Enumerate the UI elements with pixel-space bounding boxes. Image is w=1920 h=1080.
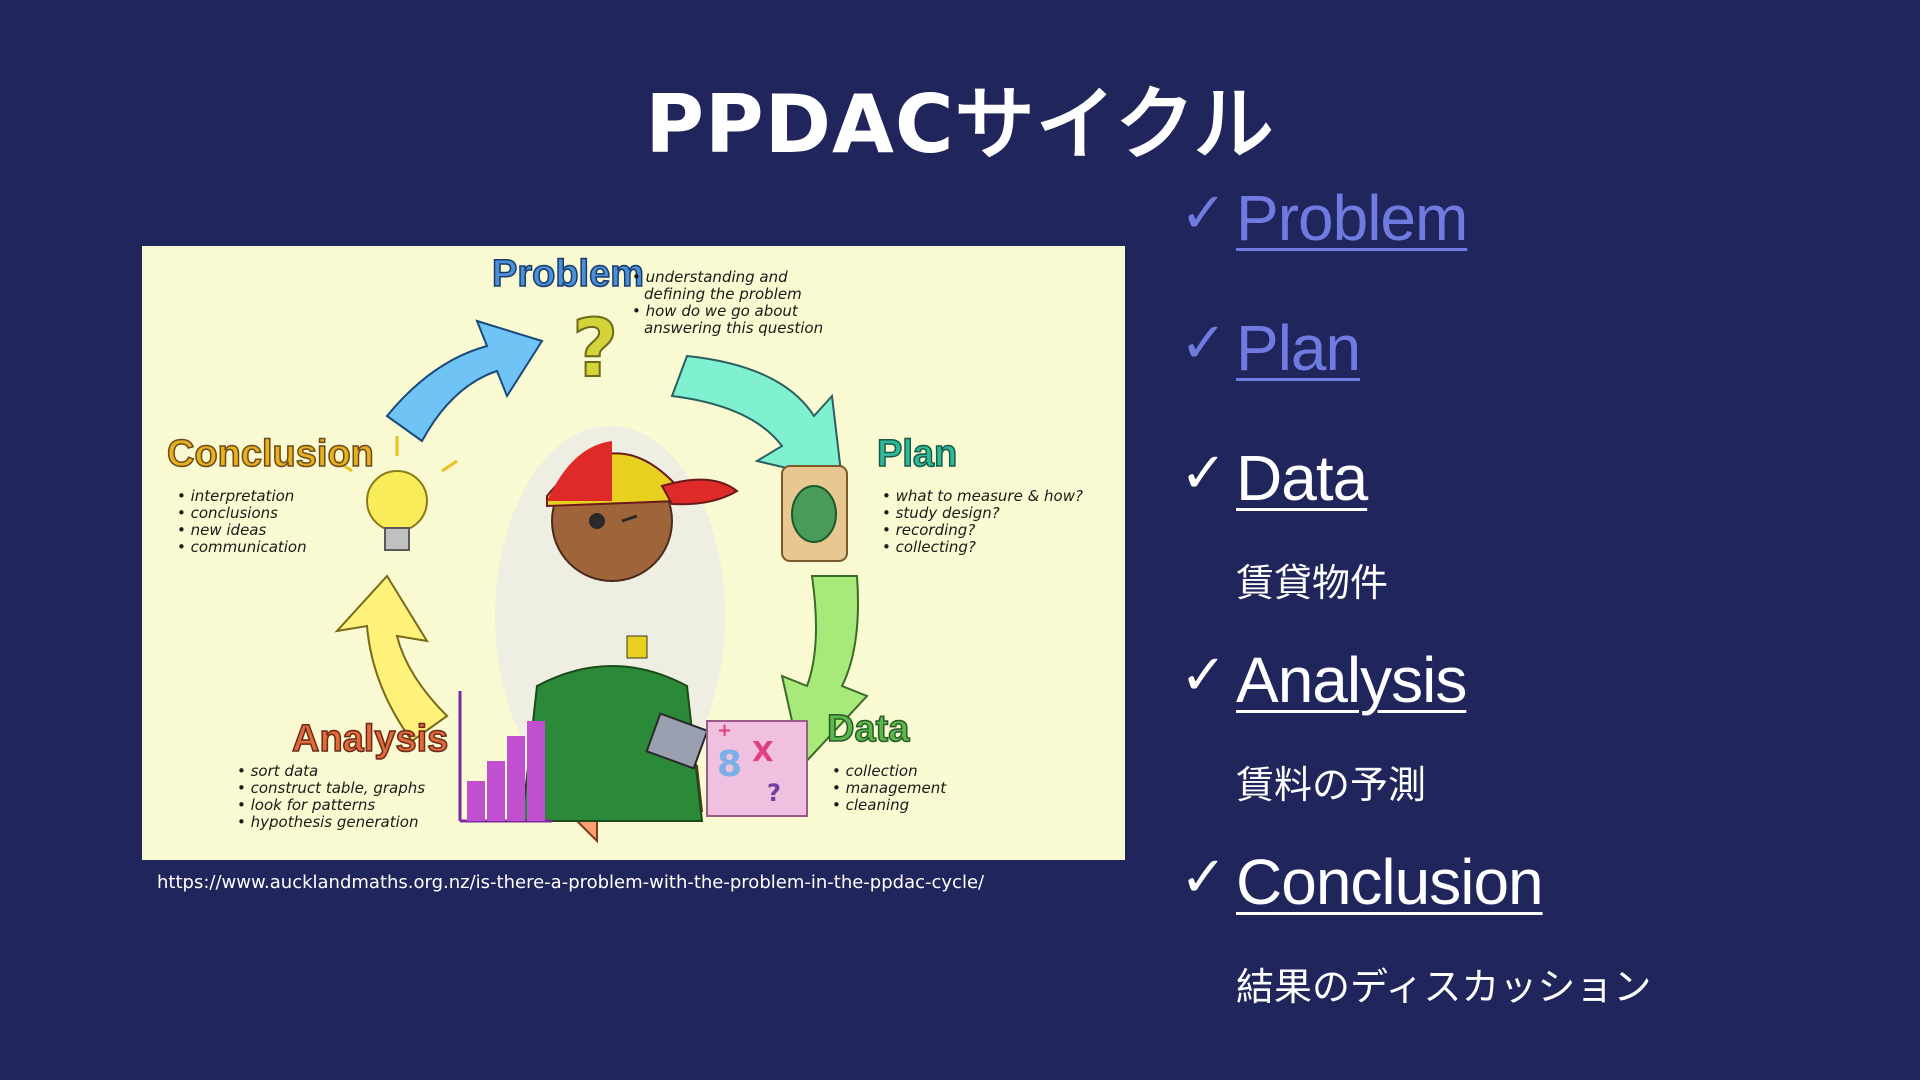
- step-data-link[interactable]: Data: [1236, 442, 1368, 514]
- treasure-map-icon: [781, 465, 848, 562]
- notes-conclusion: • interpretation • conclusions • new ide…: [177, 487, 307, 556]
- note-line: • understanding and: [632, 268, 788, 286]
- svg-text:X: X: [752, 735, 774, 768]
- note-line: • new ideas: [177, 521, 266, 539]
- arrow-conclusion-to-problem: [385, 319, 544, 443]
- numbers-card-icon: 8 X ? +: [706, 720, 808, 817]
- heading-data: Data: [827, 708, 910, 750]
- arrow-plan-to-data: [780, 575, 869, 769]
- question-mark-icon: ?: [572, 302, 618, 395]
- note-line: • look for patterns: [237, 796, 375, 814]
- note-line: • study design?: [882, 504, 1000, 522]
- check-icon: ✓: [1180, 181, 1227, 246]
- notes-plan: • what to measure & how? • study design?…: [882, 487, 1083, 556]
- heading-conclusion: Conclusion: [167, 433, 374, 475]
- notes-data: • collection • management • cleaning: [832, 762, 947, 814]
- step-plan[interactable]: ✓ Plan: [1180, 311, 1361, 384]
- step-conclusion-subtitle: 結果のディスカッション: [1236, 965, 1652, 1009]
- svg-text:8: 8: [717, 744, 742, 785]
- arrow-analysis-to-conclusion: [334, 574, 449, 743]
- check-icon: ✓: [1180, 311, 1227, 376]
- note-line: answering this question: [644, 319, 823, 337]
- ppdac-step-list: ✓ Problem ✓ Plan ✓ Data 賃貸物件 ✓ Analysis …: [1180, 0, 1900, 1080]
- step-problem[interactable]: ✓ Problem: [1180, 181, 1468, 254]
- note-line: • how do we go about: [632, 302, 799, 320]
- ppdac-cycle-image: ?: [142, 246, 1125, 860]
- svg-text:?: ?: [767, 779, 781, 807]
- slide-title: PPDACサイクル: [645, 78, 1275, 171]
- step-data[interactable]: ✓ Data: [1180, 441, 1368, 514]
- ppdac-cycle-illustration: ?: [142, 246, 1125, 860]
- step-data-subtitle: 賃貸物件: [1236, 561, 1389, 605]
- note-line: • hypothesis generation: [237, 813, 418, 831]
- student-figure: [495, 426, 739, 822]
- source-caption: https://www.aucklandmaths.org.nz/is-ther…: [157, 872, 985, 893]
- note-line: • communication: [177, 538, 307, 556]
- step-analysis-subtitle: 賃料の予測: [1236, 763, 1427, 807]
- notes-analysis: • sort data • construct table, graphs • …: [237, 762, 425, 831]
- note-line: • recording?: [882, 521, 975, 539]
- note-line: • management: [832, 779, 947, 797]
- heading-problem: Problem: [492, 253, 644, 295]
- note-line: • collection: [832, 762, 918, 780]
- lightbulb-icon: [336, 436, 458, 551]
- step-analysis-link[interactable]: Analysis: [1236, 644, 1467, 716]
- note-line: • sort data: [237, 762, 318, 780]
- note-line: • conclusions: [177, 504, 278, 522]
- note-line: defining the problem: [644, 285, 802, 303]
- check-icon: ✓: [1180, 643, 1227, 708]
- svg-text:+: +: [717, 720, 732, 741]
- note-line: • interpretation: [177, 487, 294, 505]
- note-line: • cleaning: [832, 796, 909, 814]
- heading-plan: Plan: [877, 433, 957, 475]
- step-analysis[interactable]: ✓ Analysis: [1180, 643, 1467, 716]
- note-line: • collecting?: [882, 538, 976, 556]
- note-line: • what to measure & how?: [882, 487, 1083, 505]
- note-line: • construct table, graphs: [237, 779, 425, 797]
- heading-analysis: Analysis: [292, 718, 448, 760]
- step-conclusion-link[interactable]: Conclusion: [1236, 846, 1544, 918]
- step-conclusion[interactable]: ✓ Conclusion: [1180, 845, 1544, 918]
- check-icon: ✓: [1180, 845, 1227, 910]
- bar-chart-icon: [458, 691, 552, 823]
- check-icon: ✓: [1180, 441, 1227, 506]
- step-problem-link[interactable]: Problem: [1236, 182, 1468, 254]
- step-plan-link[interactable]: Plan: [1236, 312, 1361, 384]
- notes-problem: • understanding and defining the problem…: [632, 268, 823, 337]
